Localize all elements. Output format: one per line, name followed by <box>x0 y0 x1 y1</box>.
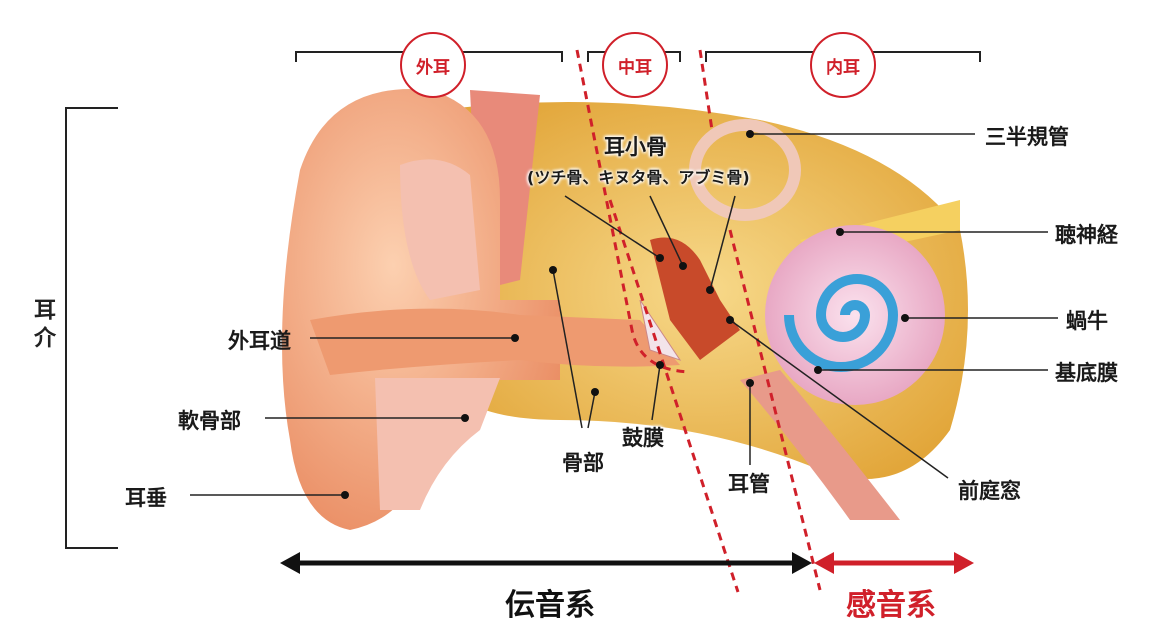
sensorineural-system-label: 感音系 <box>846 588 936 623</box>
label-earlobe: 耳垂 <box>125 486 167 510</box>
auricle-label: 耳介 <box>30 298 55 354</box>
label-basilar-membrane: 基底膜 <box>1055 361 1118 385</box>
leader-lines <box>190 133 1058 496</box>
cartilage-lower <box>375 378 500 510</box>
label-cochlea: 蝸牛 <box>1066 309 1108 333</box>
outer-ear-badge: 外耳 <box>400 32 466 98</box>
label-bony-part: 骨部 <box>562 451 604 475</box>
label-cartilage-part: 軟骨部 <box>178 409 241 433</box>
eustachian-tube-shape <box>740 370 900 520</box>
label-ossicles-detail: (ツチ骨、キヌタ骨、アブミ骨) <box>527 168 750 187</box>
ear-canal <box>310 308 680 375</box>
conductive-system-label: 伝音系 <box>505 588 595 623</box>
label-semicircular-canals: 三半規管 <box>985 125 1069 149</box>
label-ossicles: 耳小骨 <box>604 135 667 159</box>
inner-ear-badge: 内耳 <box>810 32 876 98</box>
label-eustachian-tube: 耳管 <box>728 472 770 496</box>
conductive-arrow <box>280 552 812 574</box>
label-auditory-nerve: 聴神経 <box>1055 223 1118 247</box>
semicircular-canal-shape <box>689 119 801 221</box>
ossicle-shape <box>650 237 740 360</box>
label-external-canal: 外耳道 <box>228 329 291 353</box>
cochlea-shape <box>765 225 945 405</box>
cartilage <box>400 159 480 300</box>
boundary-lines <box>575 49 822 593</box>
leader-dots <box>341 130 909 499</box>
label-eardrum: 鼓膜 <box>622 426 664 450</box>
eardrum-shape <box>639 299 682 361</box>
label-oval-window: 前庭窓 <box>958 479 1021 503</box>
sensorineural-arrow <box>814 552 974 574</box>
middle-ear-badge: 中耳 <box>602 32 668 98</box>
